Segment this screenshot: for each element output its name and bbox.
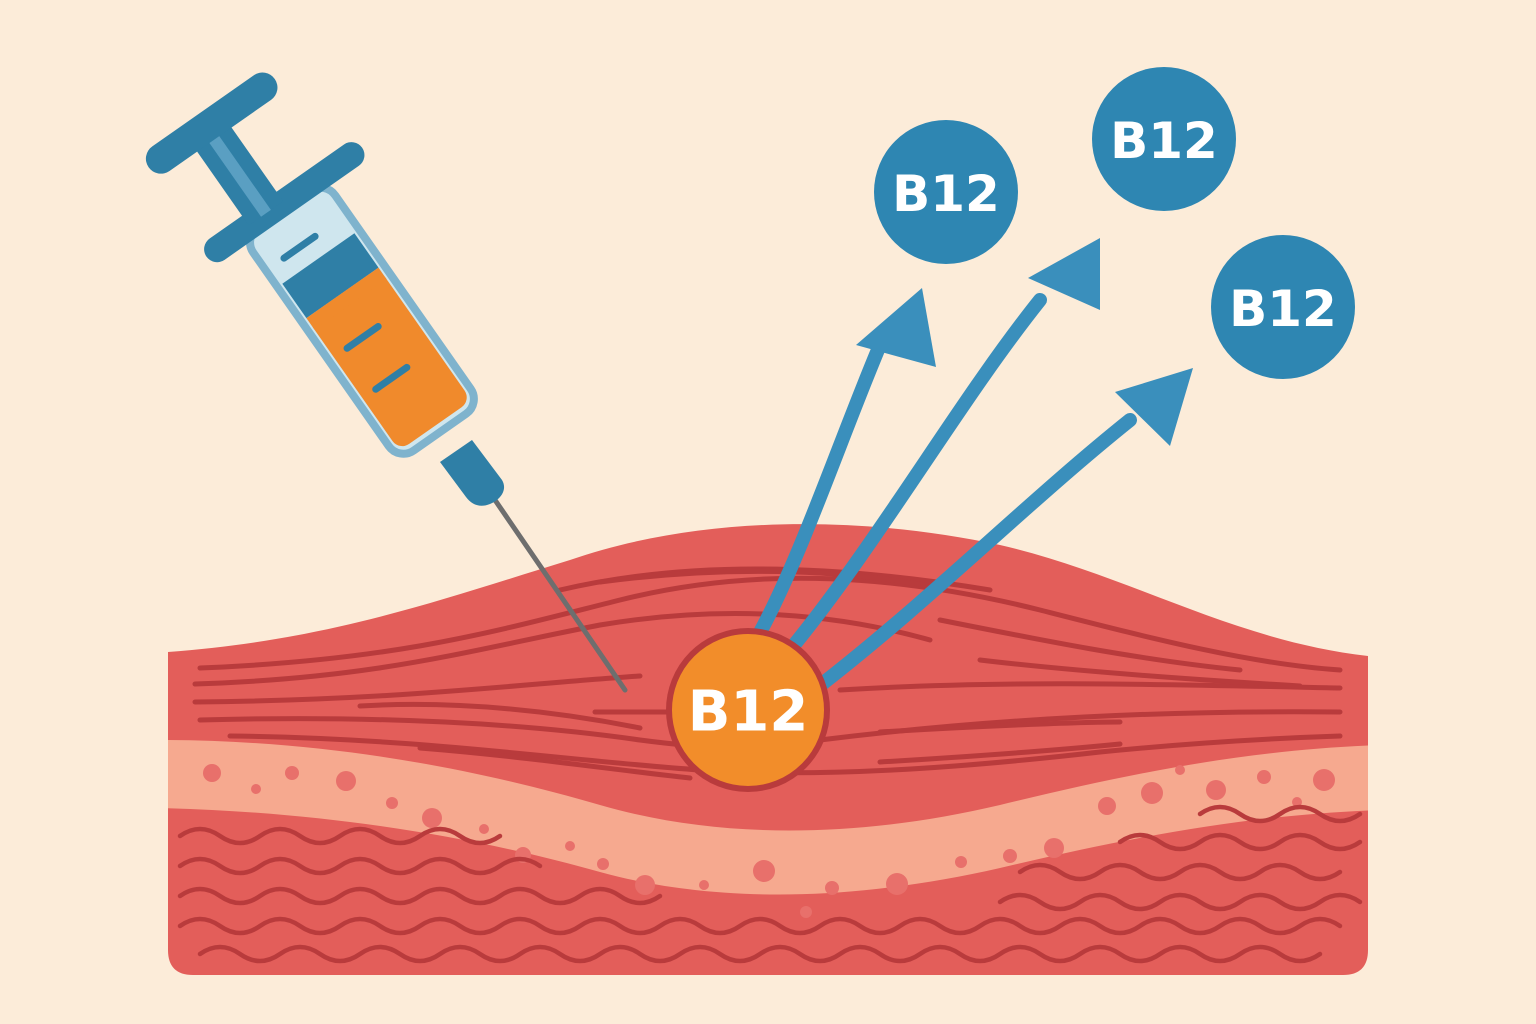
graduation-mark <box>372 363 411 393</box>
plunger-seal <box>282 233 379 319</box>
b12-badge-2-label: B12 <box>1110 112 1218 170</box>
medicine-fluid <box>311 272 467 447</box>
graduation-mark <box>343 322 382 352</box>
arrow-up-right-icon <box>783 238 1100 657</box>
b12-badge-1: B12 <box>874 120 1018 264</box>
absorption-arrows <box>751 238 1193 691</box>
fat-dots <box>203 764 1335 918</box>
syringe-icon <box>145 72 628 693</box>
syringe-flange <box>204 142 365 263</box>
arrow-up-right-icon <box>751 288 936 643</box>
plunger-thumb-rest <box>145 72 278 174</box>
muscle-fibers <box>192 566 1343 781</box>
lower-tissue-waves <box>177 804 1363 964</box>
needle <box>492 497 628 693</box>
b12-badge-3: B12 <box>1211 235 1355 379</box>
b12-badge-1-label: B12 <box>892 165 1000 223</box>
center-b12-badge: B12 <box>666 628 830 792</box>
graduation-mark <box>280 232 319 262</box>
needle-hub <box>440 440 505 506</box>
center-b12-label: B12 <box>688 680 809 745</box>
b12-badge-3-label: B12 <box>1229 280 1337 338</box>
arrow-up-right-icon <box>815 368 1193 691</box>
b12-badge-2: B12 <box>1092 67 1236 211</box>
fat-layer <box>168 740 1368 895</box>
